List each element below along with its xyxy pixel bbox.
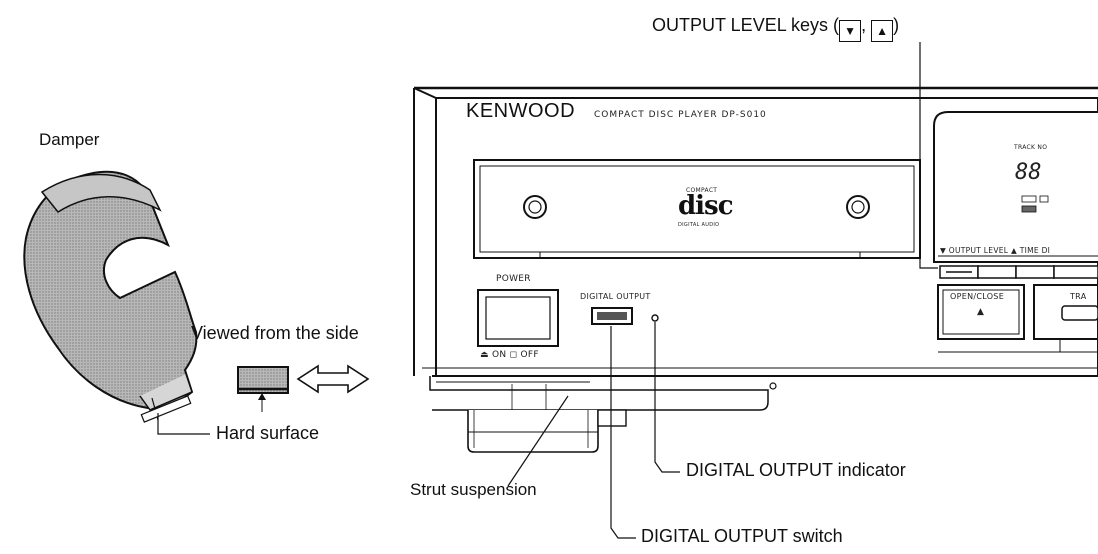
display-digits: 88 <box>1015 160 1042 185</box>
damper-illustration <box>23 170 198 423</box>
disc-logo-top: COMPACT <box>686 187 718 194</box>
output-level-keys-label: OUTPUT LEVEL keys (▼, ▲) <box>652 15 899 42</box>
damper-label: Damper <box>39 130 100 149</box>
display-panel <box>933 111 1098 263</box>
digital-output-indicator-label: DIGITAL OUTPUT indicator <box>686 460 906 480</box>
output-level-leader <box>919 42 938 269</box>
viewed-from-side-label: Viewed from the side <box>191 323 359 343</box>
indicator-leader <box>654 322 680 473</box>
power-label: POWER <box>496 274 531 284</box>
hard-surface-label: Hard surface <box>216 423 320 443</box>
brand-logo: KENWOOD <box>466 100 576 122</box>
damper-hard-strip <box>140 395 192 423</box>
open-close-icon: ▲ <box>977 307 985 317</box>
model-name: COMPACT DISC PLAYER DP-S010 <box>594 110 767 120</box>
output-level-strip-label: ▼ OUTPUT LEVEL ▲ TIME DI <box>940 246 1051 255</box>
disc-tray <box>473 159 921 259</box>
hard-surface-leader <box>157 413 178 435</box>
key-up-icon: ▲ <box>871 20 894 42</box>
display-track-no: TRACK NO <box>1014 144 1048 151</box>
cd-player <box>413 86 1098 453</box>
disc-logo: disc <box>678 191 734 221</box>
strut-suspension-label: Strut suspension <box>410 480 537 499</box>
power-button[interactable] <box>477 289 559 347</box>
damper-top-lip <box>40 173 162 213</box>
output-level-key-up[interactable] <box>977 265 1017 279</box>
power-state-label: ⏏ ON ◻ OFF <box>480 350 539 360</box>
digital-output-panel-label: DIGITAL OUTPUT <box>580 292 651 301</box>
power-button-inner <box>485 296 551 340</box>
side-view-pointer-head <box>258 393 266 400</box>
time-display-key[interactable] <box>1015 265 1055 279</box>
track-label: TRA <box>1070 292 1087 301</box>
strut-suspension-foot <box>467 384 627 453</box>
double-arrow <box>296 364 370 394</box>
digital-output-switch-inner <box>597 312 627 320</box>
output-level-keys-sep: , <box>861 15 867 35</box>
player-base <box>429 376 769 411</box>
digital-output-indicator <box>651 314 659 322</box>
output-level-keys-suffix: ) <box>893 15 900 35</box>
key-down-icon: ▼ <box>839 20 862 42</box>
open-close-label: OPEN/CLOSE <box>950 292 1005 301</box>
disc-logo-bottom: DIGITAL AUDIO <box>678 222 720 228</box>
player-top-bevel <box>413 87 437 99</box>
disc-tray-inner <box>479 165 915 253</box>
strut-leader <box>507 395 569 487</box>
switch-leader <box>610 326 636 539</box>
open-close-button[interactable] <box>937 284 1025 340</box>
output-level-keys-prefix: OUTPUT LEVEL keys ( <box>652 15 840 35</box>
damper-body <box>23 170 198 410</box>
digital-output-switch-label: DIGITAL OUTPUT switch <box>641 526 843 546</box>
tray-screw-right <box>846 195 870 219</box>
tray-screw-left <box>523 195 547 219</box>
